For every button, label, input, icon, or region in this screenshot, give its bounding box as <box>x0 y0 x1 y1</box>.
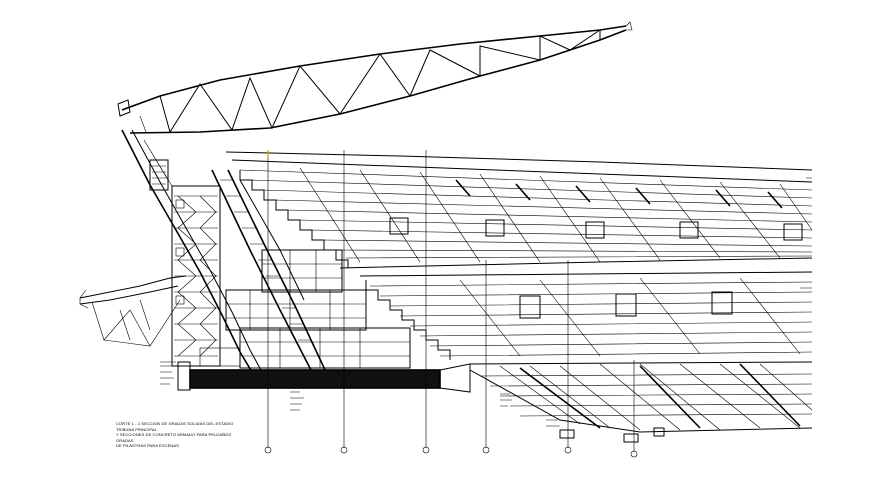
upper-tier-seating <box>225 151 813 269</box>
concourse-levels <box>225 249 411 369</box>
annotation-ticks <box>160 177 812 427</box>
ground-slab <box>177 347 471 393</box>
facade-structure <box>121 129 263 373</box>
entrance-canopy <box>79 275 187 347</box>
foundations <box>559 427 665 443</box>
note-line: CORTE 1 - 1 SECCION DE GRADAS SOLIDAS DE… <box>116 421 234 432</box>
middle-tier-seating <box>359 271 813 360</box>
grid-axes <box>264 150 638 458</box>
roof-truss <box>117 21 633 134</box>
note-line: Y SECCIONES DE CONCRETO ARMADO PARA PELD… <box>116 432 232 443</box>
note-line: DE PILASTRAS PARA ESCENAS <box>116 443 179 449</box>
lower-stands-hatched <box>469 361 813 433</box>
stair-tower <box>171 185 221 367</box>
drawing-notes: CORTE 1 - 1 SECCION DE GRADAS SOLIDAS DE… <box>116 421 246 449</box>
